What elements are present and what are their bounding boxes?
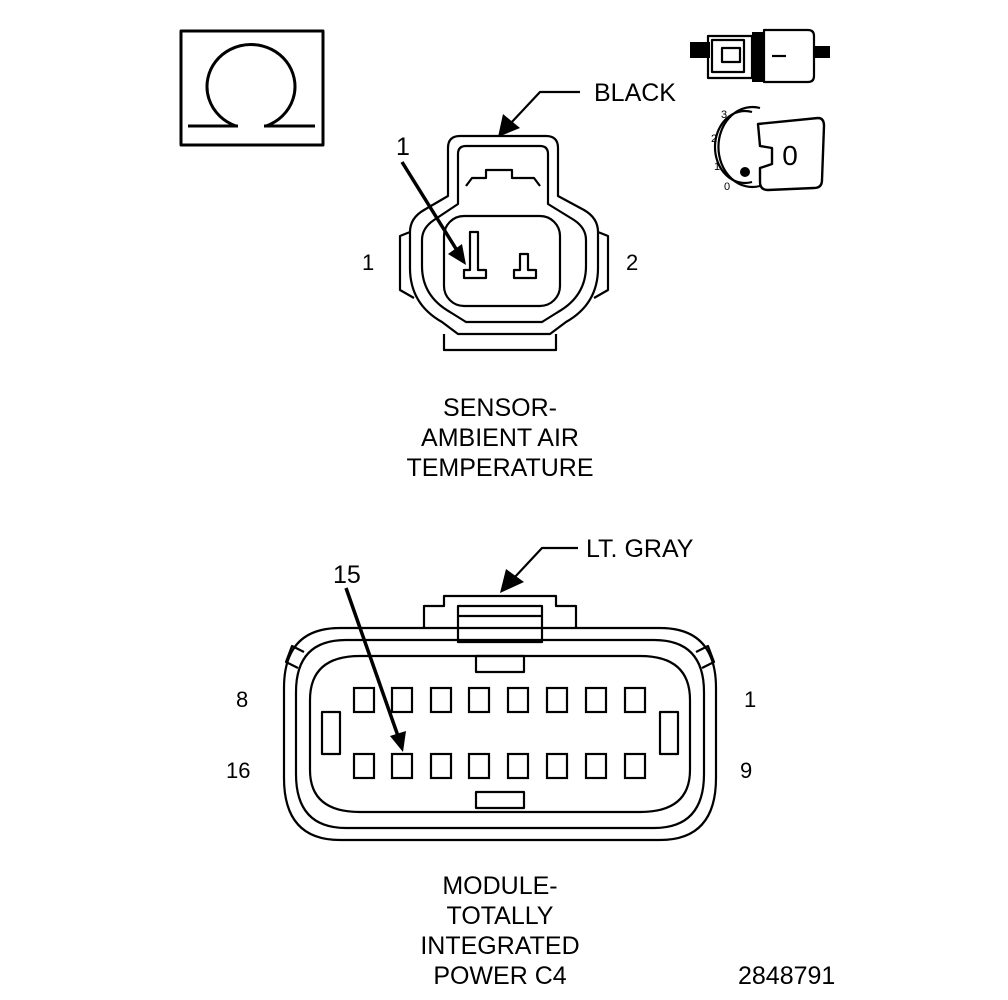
- module-connector-title-line-3: INTEGRATED: [420, 932, 579, 960]
- connector-side-view-icon: [690, 28, 830, 84]
- module-connector-bottom-right-pin: 9: [740, 758, 752, 783]
- ignition-position-0: 0: [724, 181, 730, 193]
- module-connector-title-line-2: TOTALLY: [447, 902, 554, 930]
- sensor-connector-left-pin: 1: [362, 250, 374, 275]
- sensor-connector-color-label: BLACK: [594, 79, 676, 107]
- module-connector-title-line-1: MODULE-: [442, 872, 557, 900]
- module-connector-color-label: LT. GRAY: [586, 535, 694, 563]
- module-connector-top-right-pin: 1: [744, 687, 756, 712]
- module-connector-top-left-pin: 8: [236, 687, 248, 712]
- sensor-connector-right-pin: 2: [626, 250, 638, 275]
- ohm-symbol-icon: [179, 29, 325, 147]
- module-connector-bottom-left-pin: 16: [226, 758, 250, 783]
- sensor-connector: BLACK 1 1 2 SENSOR- AMBIENT AIR TEMPERAT…: [362, 79, 676, 482]
- module-connector-title-line-4: POWER C4: [433, 962, 566, 990]
- ignition-position-2: 2: [711, 133, 717, 145]
- sensor-connector-title-line-1: SENSOR-: [443, 394, 557, 422]
- module-connector-callout-pin: 15: [333, 561, 361, 589]
- sensor-connector-title-line-3: TEMPERATURE: [406, 454, 593, 482]
- sensor-connector-title-line-2: AMBIENT AIR: [421, 424, 579, 452]
- ignition-position-1: 1: [714, 161, 720, 173]
- ignition-key-label: 0: [782, 140, 798, 171]
- sensor-connector-callout-pin: 1: [396, 133, 410, 161]
- ignition-key-icon: 0 3 2 1 0: [711, 105, 826, 193]
- figure-number: 2848791: [738, 962, 835, 990]
- ignition-position-3: 3: [721, 109, 727, 121]
- module-connector: LT. GRAY: [226, 535, 756, 990]
